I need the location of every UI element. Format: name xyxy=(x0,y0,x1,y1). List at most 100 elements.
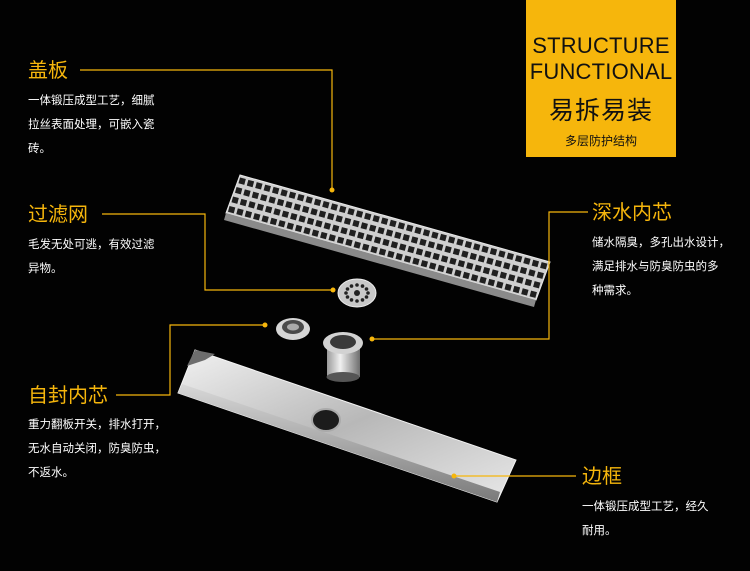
seal-core-desc-line2: 无水自动关闭，防臭防虫， xyxy=(28,441,166,455)
grate-hole xyxy=(507,274,516,282)
grate-hole xyxy=(398,243,407,251)
grate-hole xyxy=(239,198,248,207)
grate-hole xyxy=(323,222,331,230)
filter-hole xyxy=(355,299,359,303)
grate-hole xyxy=(305,196,313,204)
grate-hole xyxy=(410,236,419,244)
filter-hole xyxy=(344,291,348,295)
grate-hole xyxy=(531,259,540,268)
grate-hole xyxy=(387,250,395,259)
grate-hole xyxy=(348,229,357,237)
grate-hole xyxy=(403,255,412,263)
grate-hole xyxy=(432,252,440,261)
grate-hole xyxy=(489,247,498,256)
grate-hole xyxy=(255,182,263,190)
deep-core-desc-line2: 满足排水与防臭防虫的多 xyxy=(592,259,719,273)
grate-hole xyxy=(498,250,506,258)
grate-hole xyxy=(378,248,387,256)
grate-hole xyxy=(496,281,504,289)
grate-hole xyxy=(415,248,424,256)
grate-hole xyxy=(504,283,512,291)
grate-hole xyxy=(286,222,294,230)
deep-water-core xyxy=(323,332,363,382)
cover-description: 一体锻压成型工艺，细腻 拉丝表面处理，可嵌入瓷 砖。 xyxy=(28,88,155,160)
grate-hole xyxy=(529,290,537,298)
grate-hole xyxy=(318,210,327,218)
cover-desc-line2: 拉丝表面处理，可嵌入瓷 xyxy=(28,117,155,131)
grate-hole xyxy=(361,243,370,251)
grate-hole xyxy=(345,238,353,247)
grate-hole xyxy=(444,245,452,254)
grate-hole xyxy=(524,278,533,287)
grate-hole xyxy=(253,213,261,221)
grate-hole xyxy=(479,276,487,284)
grate-hole xyxy=(327,212,335,221)
grate-hole xyxy=(394,231,402,240)
grate-hole xyxy=(512,285,521,294)
badge-cn-sub: 多层防护结构 xyxy=(564,134,637,148)
filter-hole xyxy=(364,295,369,299)
grate-hole xyxy=(536,271,544,279)
grate-hole xyxy=(294,224,303,233)
grate-hole xyxy=(514,255,523,263)
cover-desc-line3: 砖。 xyxy=(28,141,51,155)
grate-hole xyxy=(464,240,473,249)
grate-hole xyxy=(486,257,494,265)
cover-desc-line1: 一体锻压成型工艺，细腻 xyxy=(28,93,155,107)
grate-hole xyxy=(407,245,415,254)
badge-line2: FUNCTIONAL xyxy=(529,59,673,84)
grate-hole xyxy=(431,231,439,239)
grate-hole xyxy=(236,208,244,216)
grate-hole xyxy=(420,260,429,268)
grate-hole xyxy=(447,236,456,244)
deep-core-desc-line1: 储水隔臭，多孔出水设计， xyxy=(592,235,730,249)
grate-hole xyxy=(482,266,491,275)
seal-core-title: 自封内芯 xyxy=(28,383,108,407)
grate-hole xyxy=(355,210,364,218)
grate-hole xyxy=(285,201,293,209)
grate-hole xyxy=(461,250,469,258)
grate-hole xyxy=(402,233,410,242)
grate-hole xyxy=(261,215,269,223)
grate-hole xyxy=(395,252,403,261)
grate-hole xyxy=(437,264,445,273)
grate-hole xyxy=(499,271,507,280)
grate-hole xyxy=(373,236,382,244)
grate-hole xyxy=(405,224,414,232)
grate-hole xyxy=(330,203,338,211)
grate-hole xyxy=(457,259,466,268)
grate-hole xyxy=(414,226,422,235)
grate-hole xyxy=(293,203,301,211)
filter-hole xyxy=(349,284,354,288)
cover-plate xyxy=(224,174,551,307)
grate-hole xyxy=(469,252,477,261)
grate-hole xyxy=(385,229,394,237)
grate-hole xyxy=(260,194,268,202)
grate-hole xyxy=(335,215,343,223)
grate-hole xyxy=(491,269,499,277)
grate-hole xyxy=(435,243,444,251)
grate-hole xyxy=(244,210,253,219)
grate-hole xyxy=(487,278,496,287)
grate-hole xyxy=(382,238,390,247)
grate-hole xyxy=(320,231,328,240)
grate-hole xyxy=(481,245,489,254)
grate-hole xyxy=(315,219,323,228)
grate-hole xyxy=(288,191,297,199)
grate-hole xyxy=(278,220,286,228)
grate-hole xyxy=(301,205,310,214)
grate-hole xyxy=(246,179,255,188)
filter-desc-line1: 毛发无处可逃，有效过滤 xyxy=(28,237,155,251)
grate-hole xyxy=(427,241,436,249)
grate-hole xyxy=(452,248,461,256)
badge-cn-title: 易拆易装 xyxy=(548,96,653,125)
grate-hole xyxy=(248,201,256,209)
grate-hole xyxy=(268,196,276,204)
grate-hole xyxy=(519,266,528,275)
seal-core-line xyxy=(116,324,265,396)
grate-hole xyxy=(338,205,347,214)
grate-hole xyxy=(470,274,479,282)
grate-hole xyxy=(422,229,431,237)
